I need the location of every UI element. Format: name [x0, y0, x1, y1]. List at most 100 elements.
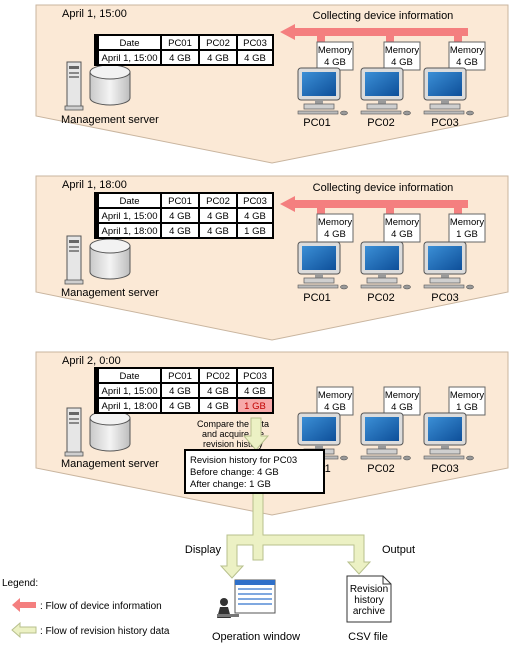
csv-document-icon: Revision history archive	[346, 575, 392, 623]
svg-text:PC01: PC01	[168, 38, 192, 49]
svg-text:April 1, 18:00: April 1, 18:00	[102, 401, 158, 412]
csv-file-label: CSV file	[348, 631, 388, 643]
svg-text:PC03: PC03	[243, 196, 267, 207]
svg-text:4 GB: 4 GB	[207, 53, 229, 64]
memory-box-pc01: Memory 4 GB	[316, 213, 354, 243]
svg-text:April 1, 18:00: April 1, 18:00	[102, 226, 158, 237]
legend: Legend: : Flow of device information : F…	[2, 578, 170, 639]
memory-box-pc02: Memory 4 GB	[383, 213, 421, 243]
svg-text:4 GB: 4 GB	[244, 386, 266, 397]
memory-box-pc01: Memory 4 GB	[316, 41, 354, 71]
svg-text:4 GB: 4 GB	[207, 401, 229, 412]
svg-text:Memory: Memory	[385, 217, 420, 228]
operation-window-label: Operation window	[212, 631, 300, 643]
svg-text:PC03: PC03	[243, 38, 267, 49]
memory-box-pc01: Memory 4 GB	[316, 386, 354, 416]
svg-text:4 GB: 4 GB	[207, 211, 229, 222]
svg-text:4 GB: 4 GB	[324, 402, 346, 413]
archive-text: Revision	[350, 584, 388, 595]
database-icon	[89, 64, 131, 106]
svg-text:PC01: PC01	[168, 196, 192, 207]
panel-time: April 1, 18:00	[62, 179, 127, 191]
memory-box-pc02: Memory 4 GB	[383, 386, 421, 416]
pc-label: PC02	[367, 292, 395, 304]
panel-april-1-1500: April 1, 15:00 Collecting device informa…	[35, 4, 509, 164]
server-icon	[64, 61, 84, 111]
operator-icon	[217, 598, 239, 618]
svg-text:PC02: PC02	[206, 38, 230, 49]
pc-label: PC01	[303, 117, 331, 129]
legend-device-arrow	[12, 598, 36, 612]
pc-label: PC03	[431, 463, 459, 475]
svg-text:PC01: PC01	[168, 371, 192, 382]
flow-label: Collecting device information	[313, 10, 454, 22]
svg-text:PC03: PC03	[243, 371, 267, 382]
memory-box-pc03: Memory 1 GB	[448, 386, 486, 416]
svg-text:4 GB: 4 GB	[169, 53, 191, 64]
pc-label: PC01	[303, 292, 331, 304]
svg-text:1 GB: 1 GB	[244, 226, 266, 237]
legend-history-arrow	[11, 621, 37, 639]
svg-text:4 GB: 4 GB	[324, 229, 346, 240]
svg-text:Memory: Memory	[385, 45, 420, 56]
database-icon	[89, 238, 131, 280]
device-table: Date PC01 PC02 PC03 April 1, 15:00 4 GB …	[94, 34, 274, 66]
database-icon	[89, 410, 131, 452]
svg-text:4 GB: 4 GB	[169, 386, 191, 397]
svg-text:Memory: Memory	[318, 217, 353, 228]
svg-text:Date: Date	[119, 371, 139, 382]
svg-text:Revision history for PC03: Revision history for PC03	[190, 455, 297, 466]
memory-box-pc03: Memory 1 GB	[448, 213, 486, 243]
panel-april-2-0000: April 2, 0:00 Memory 4 GB Memory 4 GB Me…	[35, 351, 509, 516]
svg-text:4 GB: 4 GB	[169, 401, 191, 412]
svg-text:Memory: Memory	[450, 45, 485, 56]
svg-text:Memory: Memory	[450, 217, 485, 228]
pc-label: PC02	[367, 463, 395, 475]
server-label: Management server	[61, 114, 159, 126]
device-table: Date PC01 PC02 PC03 April 1, 15:00 4 GB …	[94, 192, 274, 239]
svg-text:4 GB: 4 GB	[456, 57, 478, 68]
svg-text:April 1, 15:00: April 1, 15:00	[102, 386, 158, 397]
svg-text:4 GB: 4 GB	[169, 226, 191, 237]
svg-text:Memory: Memory	[318, 45, 353, 56]
svg-text:Memory: Memory	[318, 390, 353, 401]
device-info-flow-arrow	[280, 24, 468, 40]
svg-text:4 GB: 4 GB	[324, 57, 346, 68]
history-flow-arrow	[219, 490, 372, 579]
svg-text:4 GB: 4 GB	[391, 57, 413, 68]
compare-note: and acquire the	[202, 429, 264, 439]
panel-april-1-1800: April 1, 18:00 Collecting device informa…	[35, 175, 509, 341]
archive-text: archive	[353, 606, 386, 617]
panel-time: April 2, 0:00	[62, 355, 121, 367]
svg-text:April 1, 15:00: April 1, 15:00	[102, 211, 158, 222]
legend-title: Legend:	[2, 578, 38, 589]
device-info-flow-arrow	[280, 196, 468, 212]
svg-text:4 GB: 4 GB	[244, 53, 266, 64]
server-icon	[64, 235, 84, 285]
svg-text:4 GB: 4 GB	[244, 211, 266, 222]
server-icon	[64, 407, 84, 457]
server-label: Management server	[61, 458, 159, 470]
svg-text:4 GB: 4 GB	[169, 211, 191, 222]
svg-text:4 GB: 4 GB	[391, 229, 413, 240]
memory-box-pc02: Memory 4 GB	[383, 41, 421, 71]
svg-text:Memory: Memory	[385, 390, 420, 401]
operation-window-icon	[217, 579, 276, 618]
svg-text:After change: 1 GB: After change: 1 GB	[190, 479, 271, 490]
svg-text:PC02: PC02	[206, 371, 230, 382]
history-flow-arrow	[242, 417, 270, 451]
svg-text:Date: Date	[119, 38, 139, 49]
display-label: Display	[185, 544, 222, 556]
svg-text:1 GB: 1 GB	[456, 402, 478, 413]
device-table: Date PC01 PC02 PC03 April 1, 15:00 4 GB …	[94, 367, 274, 414]
revision-history-box: Revision history for PC03 Before change:…	[184, 449, 325, 494]
compare-note: Compare the data	[197, 419, 269, 429]
svg-text:4 GB: 4 GB	[207, 226, 229, 237]
archive-text: history	[354, 595, 383, 606]
svg-text:1 GB: 1 GB	[456, 229, 478, 240]
legend-history-label: : Flow of revision history data	[40, 626, 170, 637]
svg-text:April 1, 15:00: April 1, 15:00	[102, 53, 158, 64]
pc-label: PC03	[431, 117, 459, 129]
svg-text:Memory: Memory	[450, 390, 485, 401]
memory-box-pc03: Memory 4 GB	[448, 41, 486, 71]
